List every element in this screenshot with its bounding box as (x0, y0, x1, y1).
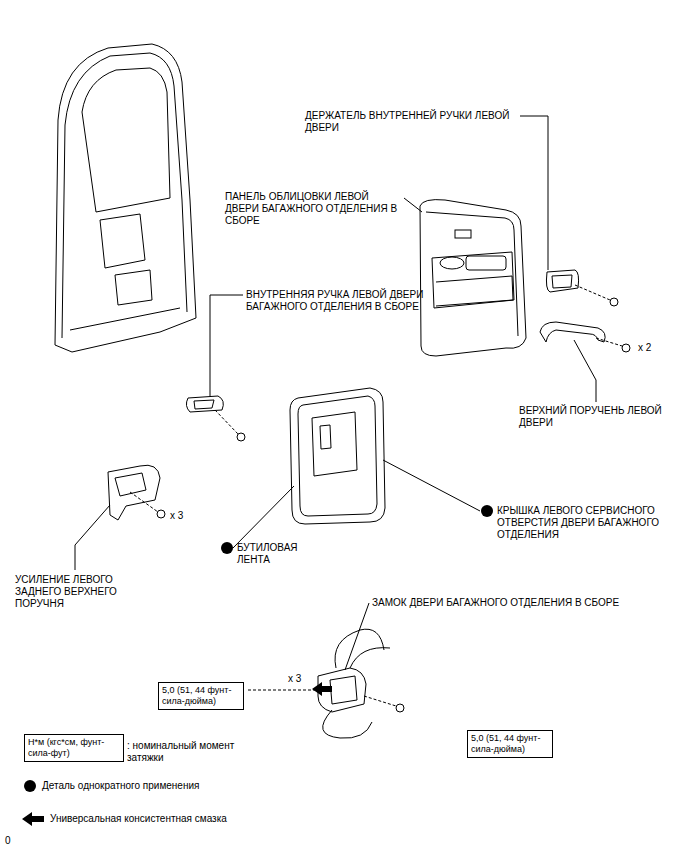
leader-line (574, 340, 596, 402)
single-use-mark (221, 542, 233, 554)
part-name: БУТИЛОВАЯ ЛЕНТА (237, 542, 327, 566)
quantity-mark: x 2 (638, 342, 678, 354)
legend-text: : номинальный момент затяжки (127, 740, 247, 764)
screw-axis (575, 285, 610, 300)
quantity-mark: x 3 (170, 510, 210, 522)
door-inner-edge (62, 53, 187, 338)
latch-cable (350, 648, 390, 668)
part-name: КРЫШКА ЛЕВОГО СЕРВИСНОГО ОТВЕРСТИЯ ДВЕРИ… (497, 505, 682, 541)
butyl-tape (298, 396, 377, 516)
screw-axis (248, 690, 318, 691)
leader-line (75, 505, 110, 570)
screw-axis (215, 410, 238, 434)
door-line (70, 308, 180, 330)
leader-line (383, 460, 480, 511)
latch-cable (323, 710, 372, 738)
torque-value: Н*м (кгс*см, фунт-сила-фут) (28, 737, 120, 759)
trim-grip (466, 256, 506, 270)
door-outline (55, 44, 196, 352)
reinforcement (108, 465, 160, 520)
torque-box: 5,0 (51, 44 фунт-сила-дюйма) (467, 730, 553, 758)
cover-opening (312, 412, 357, 476)
trim-map-pocket (436, 276, 513, 306)
inner-handle (186, 396, 223, 412)
armrest (540, 322, 605, 342)
screw (610, 298, 618, 306)
leader-line (233, 486, 294, 548)
screw (237, 433, 245, 441)
torque-value: 5,0 (51, 44 фунт-сила-дюйма) (162, 685, 240, 707)
service-cover (290, 388, 385, 524)
legend-text: Универсальная консистентная смазка (50, 813, 350, 825)
screw-axis (130, 492, 158, 512)
leader-line (345, 603, 369, 670)
handle-holder (552, 275, 572, 288)
part-name: ДЕРЖАТЕЛЬ ВНУТРЕННЕЙ РУЧКИ ЛЕВОЙ ДВЕРИ (305, 110, 530, 134)
latch-cable (335, 629, 384, 668)
latch (330, 676, 357, 704)
part-name: ЗАМОК ДВЕРИ БАГАЖНОГО ОТДЕЛЕНИЯ В СБОРЕ (372, 597, 662, 609)
torque-box: Н*м (кгс*см, фунт-сила-фут) (24, 734, 124, 762)
handle-holder (546, 270, 578, 292)
trim-recess (432, 252, 514, 308)
door-hole (115, 270, 152, 305)
torque-box: 5,0 (51, 44 фунт-сила-дюйма) (158, 682, 244, 710)
grease-arrow (312, 682, 332, 696)
screw (157, 510, 165, 518)
cover-opening (320, 425, 331, 449)
screw (622, 344, 630, 352)
part-name: ПАНЕЛЬ ОБЛИЦОВКИ ЛЕВОЙ ДВЕРИ БАГАЖНОГО О… (225, 191, 405, 227)
single-use-mark (481, 505, 493, 517)
torque-value: 5,0 (51, 44 фунт-сила-дюйма) (471, 733, 549, 755)
trim-panel (420, 200, 526, 356)
screw (396, 704, 404, 712)
part-name: ВЕРХНИЙ ПОРУЧЕНЬ ЛЕВОЙ ДВЕРИ (519, 405, 679, 429)
door-window (82, 68, 170, 212)
door-hole (100, 214, 145, 268)
part-name: УСИЛЕНИЕ ЛЕВОГО ЗАДНЕГО ВЕРХНЕГО ПОРУЧНЯ (15, 574, 155, 610)
legend-text: Деталь однократного применения (42, 780, 302, 792)
grease-arrow (22, 812, 44, 826)
leader-line (520, 116, 548, 270)
screw-axis (596, 338, 622, 346)
trim-pocket (455, 230, 471, 238)
leader-line (210, 295, 243, 396)
screw-axis (364, 696, 396, 706)
quantity-mark: 0 (5, 835, 25, 847)
single-use-mark (24, 780, 36, 792)
trim-handle (440, 257, 464, 269)
quantity-mark: x 3 (288, 673, 328, 685)
inner-handle (194, 400, 214, 409)
part-name: ВНУТРЕННЯЯ РУЧКА ЛЕВОЙ ДВЕРИ БАГАЖНОГО О… (246, 289, 441, 313)
leader-line (404, 198, 422, 212)
trim-panel-edge (426, 212, 518, 336)
